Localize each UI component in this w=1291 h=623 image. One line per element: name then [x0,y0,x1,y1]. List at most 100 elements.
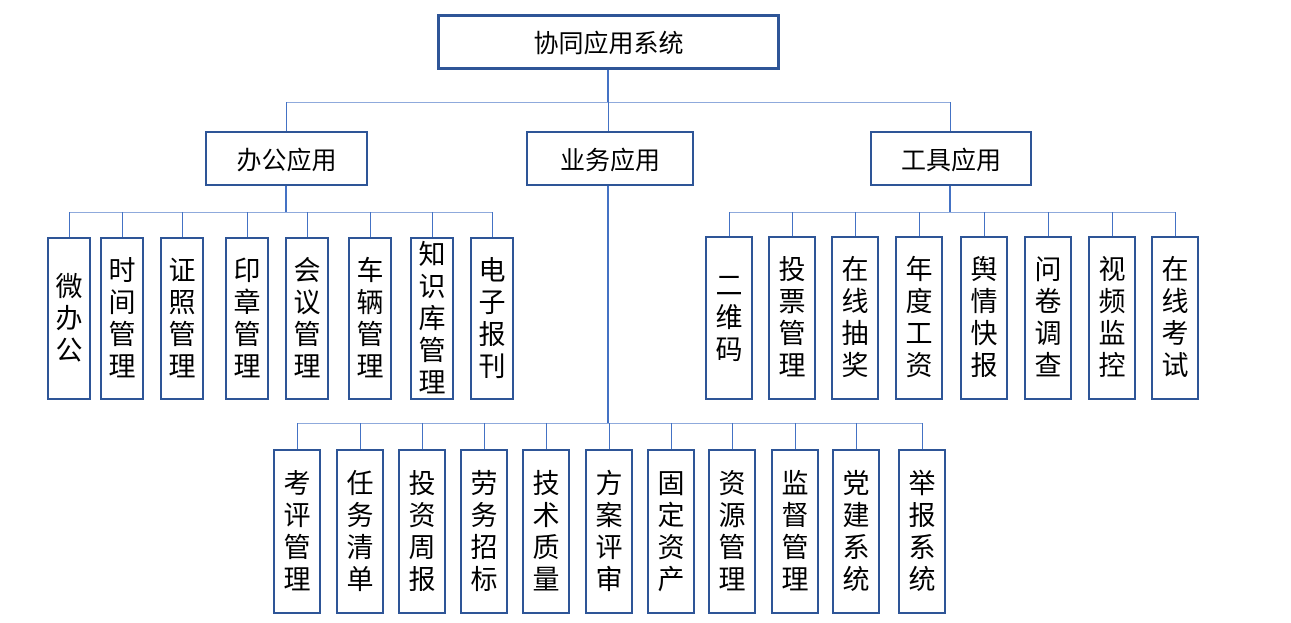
leaf-node: 党建系统 [832,449,880,614]
leaf-label: 电子报刊 [478,255,506,382]
connector-office-drop [285,186,287,213]
leaf-node: 证照管理 [160,237,204,400]
connector-stub [247,212,248,238]
leaf-node: 舆情快报 [960,236,1008,400]
connector-stub [922,423,923,450]
connector-stub-business [608,102,609,131]
leaf-node: 印章管理 [225,237,269,400]
leaf-label: 方案评审 [595,468,623,595]
leaf-node: 电子报刊 [470,237,514,400]
connector-business-drop [607,186,609,424]
leaf-node: 技术质量 [522,449,570,614]
leaf-label: 微办公 [55,271,83,366]
node-root: 协同应用系统 [437,14,780,70]
leaf-label: 固定资产 [657,468,685,595]
leaf-node: 方案评审 [585,449,633,614]
connector-tools-bus [729,212,1176,213]
node-branch-tools: 工具应用 [870,131,1032,186]
connector-stub [182,212,183,238]
connector-stub [671,423,672,450]
connector-stub [122,212,123,238]
leaf-node: 资源管理 [708,449,756,614]
connector-stub [422,423,423,450]
leaf-node: 微办公 [47,237,91,400]
connector-stub [432,212,433,238]
leaf-label: 投资周报 [408,468,436,595]
connector-stub [1175,212,1176,237]
leaf-label: 年度工资 [905,255,933,381]
connector-stub [984,212,985,237]
connector-stub [1112,212,1113,237]
leaf-node: 视频监控 [1088,236,1136,400]
leaf-label: 二维码 [715,271,743,365]
leaf-node: 年度工资 [895,236,943,400]
leaf-node: 时间管理 [100,237,144,400]
connector-stub-office [286,102,287,131]
leaf-node: 投资周报 [398,449,446,614]
leaf-label: 举报系统 [908,468,936,595]
leaf-node: 监督管理 [771,449,819,614]
leaf-label: 技术质量 [532,468,560,595]
leaf-label: 劳务招标 [470,468,498,595]
connector-stub [792,212,793,237]
connector-stub [855,212,856,237]
branch-office-label: 办公应用 [236,146,337,175]
node-branch-office: 办公应用 [205,131,368,186]
leaf-node: 投票管理 [768,236,816,400]
leaf-label: 舆情快报 [970,255,998,381]
connector-tools-drop [949,186,951,213]
connector-stub [370,212,371,238]
branch-tools-label: 工具应用 [900,146,1001,175]
node-branch-business: 业务应用 [526,131,694,186]
connector-stub [609,423,610,450]
connector-stub [307,212,308,238]
connector-stub [546,423,547,450]
connector-stub [795,423,796,450]
connector-stub [297,423,298,450]
leaf-node: 任务清单 [336,449,384,614]
leaf-label: 视频监控 [1098,255,1126,381]
leaf-label: 知识库管理 [418,239,446,398]
leaf-label: 车辆管理 [356,255,384,382]
connector-stub [856,423,857,450]
leaf-label: 问卷调查 [1034,255,1062,381]
connector-office-bus [69,212,493,213]
connector-stub [919,212,920,237]
leaf-label: 党建系统 [842,468,870,595]
connector-root-drop [607,70,609,103]
connector-stub [1048,212,1049,237]
leaf-node: 车辆管理 [348,237,392,400]
leaf-label: 任务清单 [346,468,374,595]
leaf-label: 资源管理 [718,468,746,595]
leaf-label: 证照管理 [168,255,196,382]
leaf-label: 时间管理 [108,255,136,382]
connector-stub-tools [950,102,951,131]
leaf-label: 考评管理 [283,468,311,595]
branch-business-label: 业务应用 [559,146,660,175]
leaf-node: 问卷调查 [1024,236,1072,400]
leaf-node: 固定资产 [647,449,695,614]
connector-stub [69,212,70,238]
leaf-label: 印章管理 [233,255,261,382]
connector-stub [729,212,730,237]
connector-level2-bus [286,102,951,103]
connector-stub [492,212,493,238]
leaf-node: 会议管理 [285,237,329,400]
leaf-label: 监督管理 [781,468,809,595]
leaf-node: 考评管理 [273,449,321,614]
leaf-node: 劳务招标 [460,449,508,614]
leaf-label: 在线考试 [1161,255,1189,381]
leaf-node: 知识库管理 [410,237,454,400]
leaf-node: 在线考试 [1151,236,1199,400]
node-root-label: 协同应用系统 [533,30,684,58]
leaf-label: 会议管理 [293,255,321,382]
connector-stub [732,423,733,450]
leaf-node: 在线抽奖 [831,236,879,400]
leaf-label: 在线抽奖 [841,255,869,381]
connector-stub [360,423,361,450]
leaf-node: 二维码 [705,236,753,400]
connector-stub [484,423,485,450]
leaf-node: 举报系统 [898,449,946,614]
leaf-label: 投票管理 [778,255,806,381]
